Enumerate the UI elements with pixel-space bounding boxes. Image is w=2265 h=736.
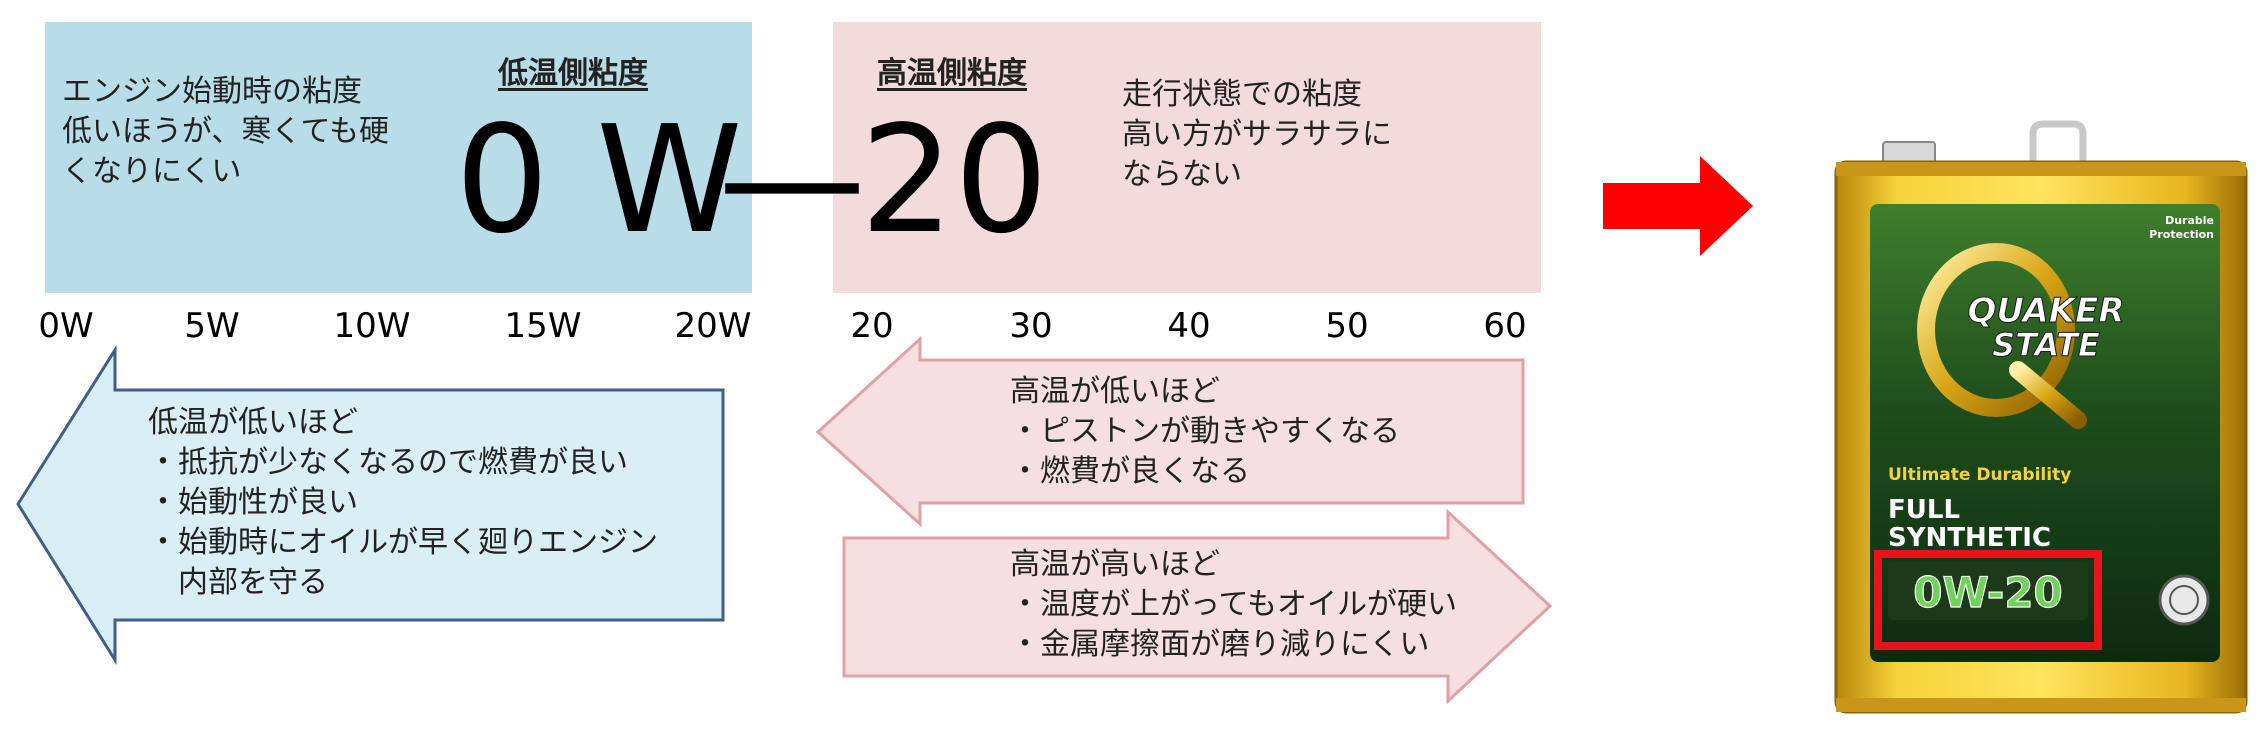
- low-temp-arrow-shape: [16, 344, 725, 666]
- high-high-arrow-shape: [842, 508, 1553, 705]
- high-scale-tick: 50: [1325, 306, 1369, 346]
- high-scale-tick: 40: [1167, 306, 1211, 346]
- grade-highlight-box: [1874, 550, 2102, 650]
- high-temp-description: 走行状態での粘度 高い方がサラサラに ならない: [1122, 77, 1392, 192]
- badge-line1: Durable: [2165, 214, 2214, 227]
- high-high-arrow-text: 高温が高いほど ・温度が上がってもオイルが硬い ・金属摩擦面が磨り減りにくい: [1010, 547, 1457, 662]
- product-tagline: Ultimate Durability: [1888, 465, 2071, 485]
- product-grade: 0W-20: [1913, 568, 2063, 617]
- pointer-arrow-icon: [1603, 156, 1753, 256]
- high-low-arrow-shape: [815, 335, 1525, 528]
- low-temp-value: 0 W: [455, 94, 743, 266]
- low-scale-tick: 20W: [674, 306, 752, 346]
- product-type-line1: FULL: [1888, 495, 1960, 525]
- api-seal-icon: [2158, 574, 2210, 626]
- badge-line2: Protection: [2149, 228, 2214, 241]
- high-scale-tick: 30: [1009, 306, 1053, 346]
- product-type-line2: SYNTHETIC: [1888, 523, 2051, 553]
- high-temp-value: 20: [860, 94, 1049, 266]
- brand-line1: QUAKER: [1967, 291, 2124, 331]
- low-temp-panel: [45, 22, 752, 293]
- low-scale-tick: 5W: [184, 306, 240, 346]
- high-temp-title: 高温側粘度: [877, 56, 1027, 91]
- grade-dash: —: [718, 92, 866, 264]
- high-low-arrow-text: 高温が低いほど ・ピストンが動きやすくなる ・燃費が良くなる: [1010, 374, 1400, 489]
- low-scale-tick: 10W: [333, 306, 411, 346]
- low-temp-title: 低温側粘度: [498, 56, 648, 91]
- low-scale-tick: 15W: [504, 306, 582, 346]
- high-temp-panel: [833, 22, 1541, 293]
- low-scale-tick: 0W: [38, 306, 94, 346]
- brand-line2: STATE: [1992, 326, 2100, 364]
- low-temp-description: エンジン始動時の粘度 低いほうが、寒くても硬 くなりにくい: [62, 74, 389, 189]
- high-scale-tick: 60: [1483, 306, 1527, 346]
- oil-can-image: QUAKER STATE Durable Protection Ultimate…: [1834, 120, 2248, 714]
- high-scale-tick: 20: [850, 306, 894, 346]
- low-temp-arrow-text: 低温が低いほど ・抵抗が少なくなるので燃費が良い ・始動性が良い ・始動時にオイ…: [148, 405, 658, 600]
